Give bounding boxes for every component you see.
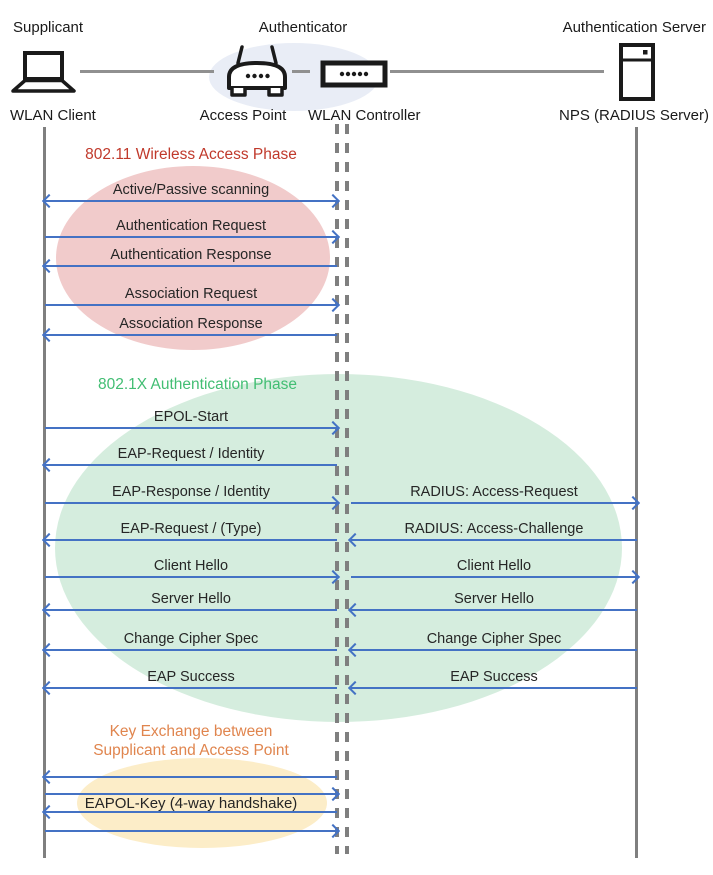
message-label: Server Hello xyxy=(454,591,534,607)
message-label: EAP-Request / Identity xyxy=(117,446,265,462)
eapol-key-arrow-3 xyxy=(41,804,337,820)
phase3-title-line2: Supplicant and Access Point xyxy=(93,742,289,759)
message-label: Change Cipher Spec xyxy=(426,631,562,647)
connector-client-ap xyxy=(80,70,214,73)
message-label: EAP Success xyxy=(147,669,235,685)
connector-controller-server xyxy=(390,70,604,73)
message-label: Change Cipher Spec xyxy=(123,631,259,647)
message-label: Client Hello xyxy=(153,558,229,574)
message-client-hello-right: Client Hello xyxy=(351,558,641,585)
message-association-request: Association Request xyxy=(45,286,341,313)
arrow-line xyxy=(45,200,337,202)
message-eap-request-type: EAP-Request / (Type) xyxy=(41,521,337,548)
message-eap-request-identity: EAP-Request / Identity xyxy=(41,446,337,473)
server-icon xyxy=(618,42,656,102)
message-label: Client Hello xyxy=(456,558,532,574)
phase2-title: 802.1X Authentication Phase xyxy=(97,376,298,393)
arrow-line xyxy=(351,502,637,504)
arrow-line xyxy=(45,304,337,306)
message-eap-response-identity: EAP-Response / Identity xyxy=(45,484,341,511)
arrow-line xyxy=(45,609,337,611)
message-association-response: Association Response xyxy=(41,316,337,343)
message-radius-access-request: RADIUS: Access-Request xyxy=(351,484,641,511)
message-label: RADIUS: Access-Request xyxy=(410,484,578,500)
lifeline-wlan-controller-right xyxy=(345,124,349,854)
phase3-ellipse xyxy=(77,758,327,848)
phase1-title: 802.11 Wireless Access Phase xyxy=(85,146,297,163)
message-label: Association Response xyxy=(119,316,263,332)
arrow-line xyxy=(351,687,637,689)
message-authentication-response: Authentication Response xyxy=(41,247,337,274)
lifeline-nps xyxy=(635,127,638,858)
arrow-line xyxy=(351,609,637,611)
arrow-line xyxy=(45,427,337,429)
arrow-line xyxy=(45,776,337,778)
arrow-line xyxy=(45,576,337,578)
laptop-icon xyxy=(10,50,78,94)
connector-ap-controller xyxy=(292,70,310,73)
arrow-line xyxy=(45,811,337,813)
message-client-hello-left: Client Hello xyxy=(45,558,341,585)
message-epol-start: EPOL-Start xyxy=(45,409,341,436)
message-server-hello-right: Server Hello xyxy=(347,591,637,618)
access-point-icon xyxy=(222,44,292,102)
arrow-line xyxy=(351,576,637,578)
arrow-line xyxy=(45,687,337,689)
message-label: EAP Success xyxy=(450,669,538,685)
phase3-title: Key Exchange between Supplicant and Acce… xyxy=(45,722,337,760)
arrow-line xyxy=(45,539,337,541)
eapol-key-arrow-4 xyxy=(45,823,341,839)
arrow-line xyxy=(45,830,337,832)
message-label: RADIUS: Access-Challenge xyxy=(404,521,584,537)
wlan-controller-icon xyxy=(320,60,388,88)
eapol-key-arrow-2 xyxy=(45,786,341,802)
message-change-cipher-spec-right: Change Cipher Spec xyxy=(347,631,637,658)
label-access-point: Access Point xyxy=(199,107,287,124)
eapol-key-handshake-label: EAPOL-Key (4-way handshake) xyxy=(84,795,298,812)
message-label: EAP-Request / (Type) xyxy=(120,521,262,537)
arrow-line xyxy=(351,539,637,541)
role-authenticator: Authenticator xyxy=(258,19,348,36)
role-authentication-server: Authentication Server xyxy=(562,19,706,36)
eapol-key-arrow-1 xyxy=(41,769,337,785)
arrow-line xyxy=(45,793,337,795)
message-label: Authentication Response xyxy=(110,247,272,263)
message-authentication-request: Authentication Request xyxy=(45,218,341,245)
lifeline-wlan-client xyxy=(43,127,46,858)
label-wlan-controller: WLAN Controller xyxy=(308,107,421,124)
message-label: Server Hello xyxy=(151,591,231,607)
message-label: EPOL-Start xyxy=(153,409,229,425)
message-server-hello-left: Server Hello xyxy=(41,591,337,618)
label-nps-radius-server: NPS (RADIUS Server) xyxy=(558,107,710,124)
message-label: Active/Passive scanning xyxy=(112,182,270,198)
arrow-line xyxy=(45,464,337,466)
message-label: EAP-Response / Identity xyxy=(112,484,270,500)
arrow-line xyxy=(45,265,337,267)
arrow-line xyxy=(45,502,337,504)
role-supplicant: Supplicant xyxy=(13,19,84,36)
message-change-cipher-spec-left: Change Cipher Spec xyxy=(41,631,337,658)
lifeline-wlan-controller-left xyxy=(335,124,339,854)
label-wlan-client: WLAN Client xyxy=(10,107,96,124)
message-radius-access-challenge: RADIUS: Access-Challenge xyxy=(347,521,637,548)
phase1-ellipse xyxy=(56,166,330,350)
message-label: Association Request xyxy=(124,286,258,302)
message-label: Authentication Request xyxy=(116,218,266,234)
arrow-line xyxy=(351,649,637,651)
message-eap-success-right: EAP Success xyxy=(347,669,637,696)
phase3-title-line1: Key Exchange between xyxy=(109,723,273,740)
arrow-line xyxy=(45,649,337,651)
arrow-line xyxy=(45,334,337,336)
message-active-passive-scanning: Active/Passive scanning xyxy=(41,182,341,209)
arrow-line xyxy=(45,236,337,238)
message-eap-success-left: EAP Success xyxy=(41,669,337,696)
